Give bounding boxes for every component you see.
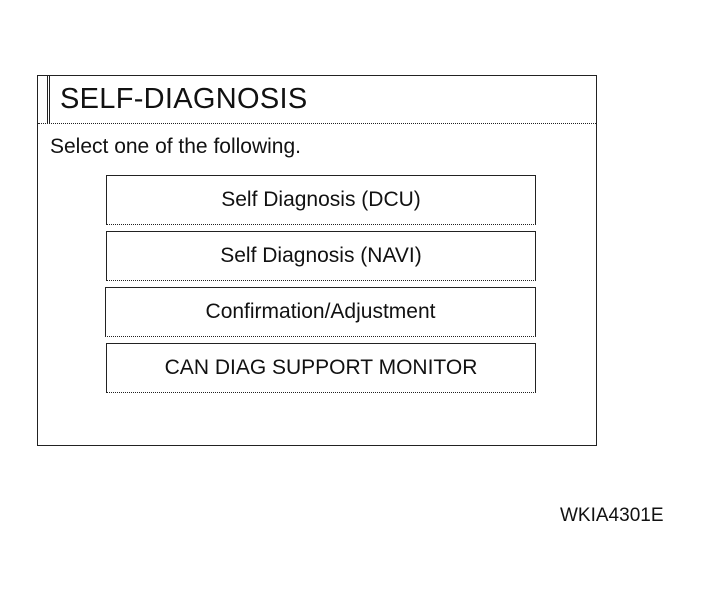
confirmation-adjustment-button[interactable]: Confirmation/Adjustment bbox=[105, 287, 536, 337]
title-bar: SELF-DIAGNOSIS bbox=[38, 76, 596, 124]
instruction-text: Select one of the following. bbox=[50, 135, 301, 158]
self-diagnosis-navi-button[interactable]: Self Diagnosis (NAVI) bbox=[106, 231, 536, 281]
diagnosis-screen: SELF-DIAGNOSIS Select one of the followi… bbox=[37, 75, 597, 446]
can-diag-support-monitor-button[interactable]: CAN DIAG SUPPORT MONITOR bbox=[106, 343, 536, 393]
screen-title: SELF-DIAGNOSIS bbox=[60, 83, 308, 115]
self-diagnosis-dcu-button[interactable]: Self Diagnosis (DCU) bbox=[106, 175, 536, 225]
title-marker bbox=[47, 76, 50, 123]
figure-code: WKIA4301E bbox=[560, 505, 664, 526]
